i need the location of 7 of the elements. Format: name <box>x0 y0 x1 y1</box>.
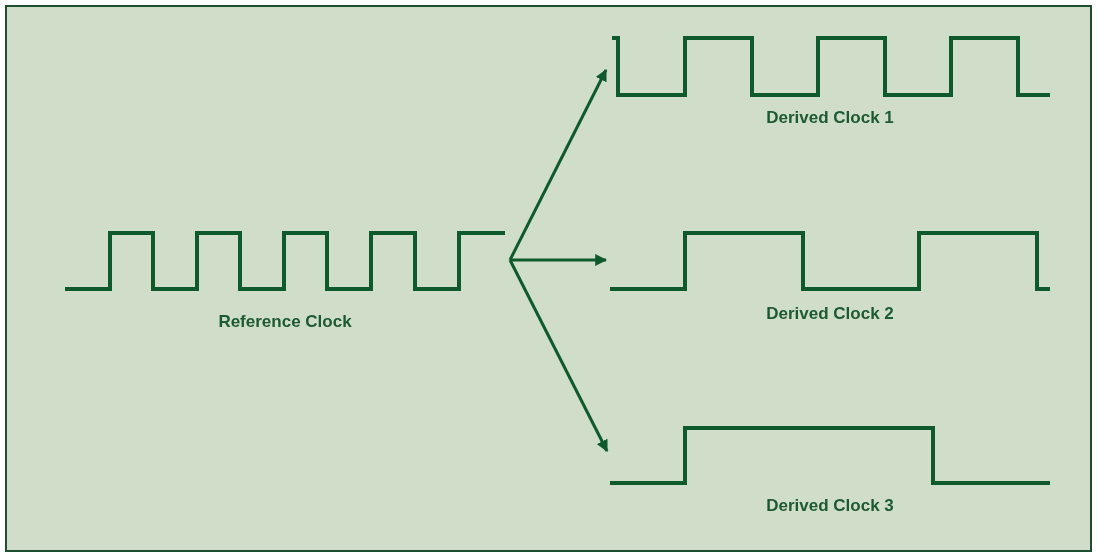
signal-label: Derived Clock 1 <box>766 108 894 128</box>
arrow <box>508 259 609 453</box>
signal-label: Reference Clock <box>218 312 352 332</box>
arrow <box>508 68 608 261</box>
signal-label: Derived Clock 2 <box>766 304 894 324</box>
arrow <box>510 254 608 266</box>
signal-label: Derived Clock 3 <box>766 496 894 516</box>
